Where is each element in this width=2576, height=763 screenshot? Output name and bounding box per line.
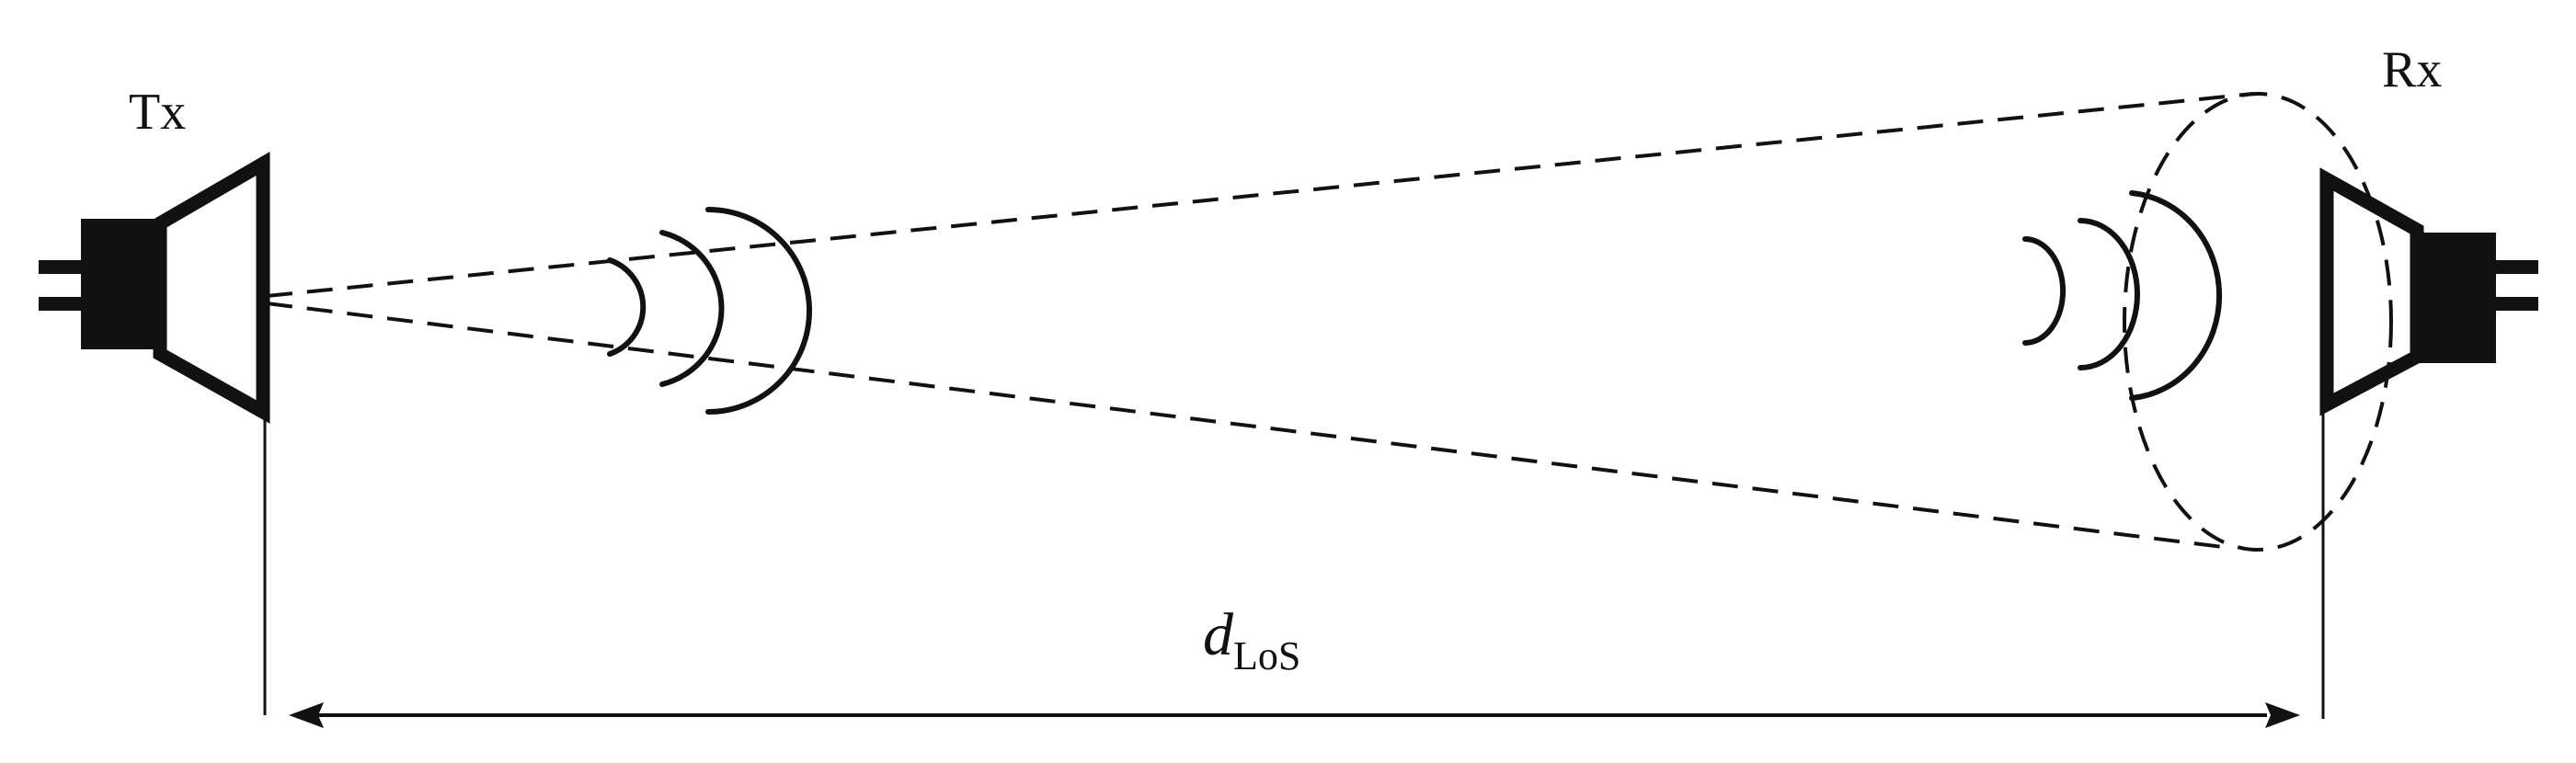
rx-feed-body xyxy=(2413,233,2496,363)
transmitter-antenna-icon xyxy=(39,151,270,424)
distance-arrow xyxy=(289,702,2300,728)
distance-subscript: LoS xyxy=(1233,633,1300,678)
rx-wavefront-arc-1 xyxy=(2022,236,2067,346)
tx-wavefront-arc-2 xyxy=(659,230,725,387)
rx-wavefront-arc-3 xyxy=(2129,190,2223,401)
rx-connector-pin-lower xyxy=(2492,297,2538,311)
rx-wavefront-arc-2 xyxy=(2078,218,2140,370)
rx-connector-pin-upper xyxy=(2492,260,2538,274)
beam-upper-edge xyxy=(266,92,2254,298)
rx-wavefront-icon xyxy=(2022,190,2223,401)
tx-wavefront-arc-3 xyxy=(705,207,812,415)
tx-label: Tx xyxy=(129,84,186,141)
tx-connector-pin-upper xyxy=(39,260,85,274)
receiver-antenna-icon xyxy=(2319,167,2538,416)
distance-arrow-head-right xyxy=(2265,702,2300,728)
distance-label: dLoS xyxy=(1203,601,1300,678)
rx-label: Rx xyxy=(2382,41,2442,98)
distance-symbol: d xyxy=(1203,601,1234,668)
distance-arrow-head-left xyxy=(289,702,324,728)
tx-horn xyxy=(153,151,270,424)
beam-lower-edge xyxy=(266,302,2231,550)
tx-connector-pin-lower xyxy=(39,297,85,311)
tx-wavefront-icon xyxy=(607,207,812,415)
beam-boundary xyxy=(266,92,2393,552)
tx-feed-body xyxy=(81,219,164,349)
beam-footprint-ellipse xyxy=(2123,92,2393,552)
rx-horn xyxy=(2319,167,2424,416)
tx-wavefront-arc-1 xyxy=(607,257,647,357)
